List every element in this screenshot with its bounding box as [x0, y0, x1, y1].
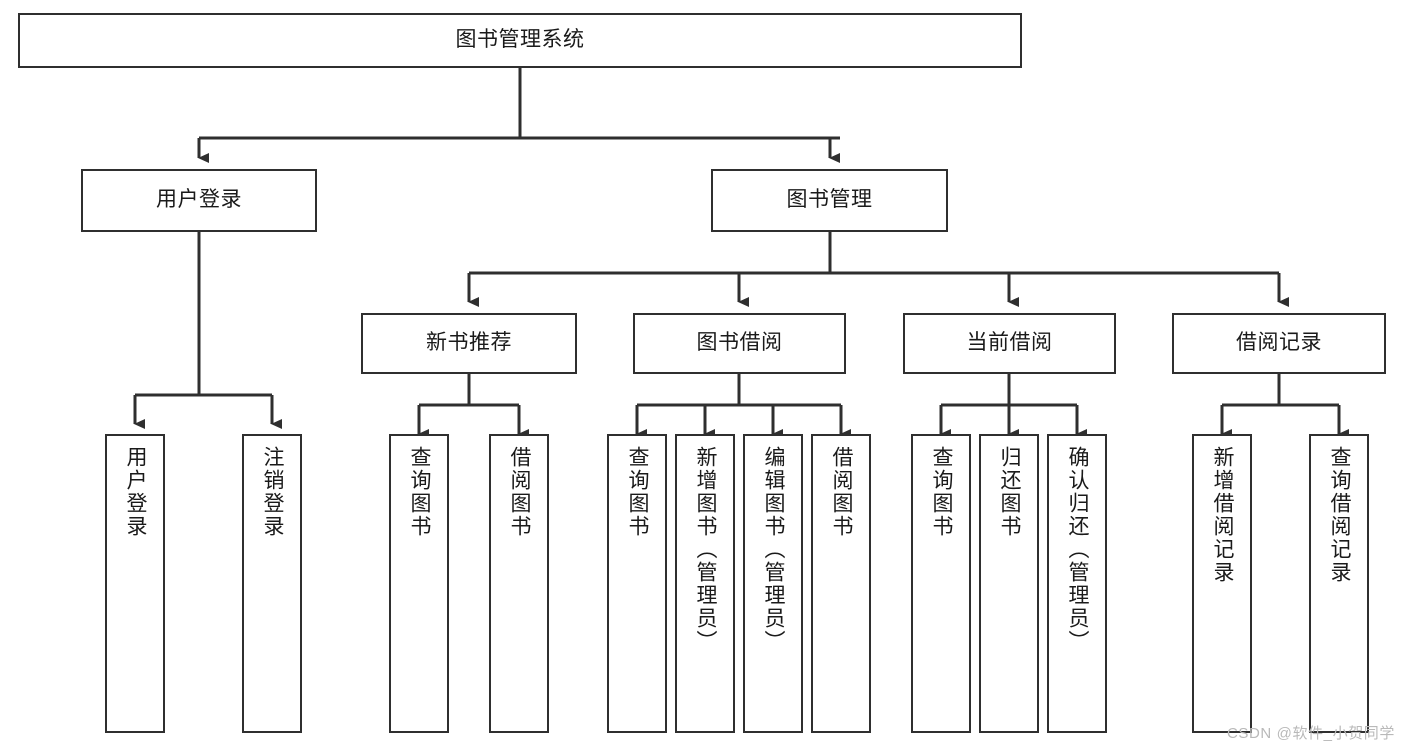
leaf-node-edit-book-admin[interactable]: 编辑图书（管理员）	[743, 434, 803, 733]
node-label: 借阅记录	[1236, 331, 1322, 355]
node-label: 用户登录	[156, 188, 242, 212]
leaf-node-user-login[interactable]: 用户登录	[105, 434, 165, 733]
leaf-node-borrow-book-recommend[interactable]: 借阅图书	[489, 434, 549, 733]
node-borrow-record[interactable]: 借阅记录	[1172, 313, 1386, 374]
leaf-node-query-book-current[interactable]: 查询图书	[911, 434, 971, 733]
node-label: 查询图书	[626, 446, 650, 538]
leaf-node-return-book[interactable]: 归还图书	[979, 434, 1039, 733]
node-label: 图书借阅	[696, 331, 783, 355]
node-label: 确认归还（管理员）	[1066, 446, 1090, 653]
node-label: 编辑图书（管理员）	[762, 446, 786, 653]
node-current-borrow[interactable]: 当前借阅	[903, 313, 1116, 374]
node-root-book-management-system[interactable]: 图书管理系统	[18, 13, 1022, 68]
node-label: 查询图书	[930, 446, 954, 538]
node-label: 新增借阅记录	[1211, 446, 1235, 584]
node-user-login[interactable]: 用户登录	[81, 169, 317, 232]
node-label: 新增图书（管理员）	[694, 446, 718, 653]
node-new-book-recommend[interactable]: 新书推荐	[361, 313, 577, 374]
leaf-node-query-book-recommend[interactable]: 查询图书	[389, 434, 449, 733]
node-label: 图书管理	[786, 188, 873, 212]
leaf-node-add-borrow-record[interactable]: 新增借阅记录	[1192, 434, 1252, 733]
node-label: 当前借阅	[966, 331, 1053, 355]
leaf-node-query-borrow-record[interactable]: 查询借阅记录	[1309, 434, 1369, 733]
node-label: 归还图书	[998, 446, 1022, 538]
leaf-node-logout[interactable]: 注销登录	[242, 434, 302, 733]
node-label: 查询图书	[408, 446, 432, 538]
node-label: 用户登录	[124, 446, 148, 538]
node-label: 注销登录	[261, 446, 285, 538]
node-book-borrow[interactable]: 图书借阅	[633, 313, 846, 374]
csdn-watermark: CSDN @软件_小贺同学	[1226, 725, 1395, 742]
node-label: 图书管理系统	[455, 28, 585, 52]
node-book-management[interactable]: 图书管理	[711, 169, 948, 232]
leaf-node-borrow-book[interactable]: 借阅图书	[811, 434, 871, 733]
leaf-node-add-book-admin[interactable]: 新增图书（管理员）	[675, 434, 735, 733]
leaf-node-query-book-borrow[interactable]: 查询图书	[607, 434, 667, 733]
node-label: 新书推荐	[426, 331, 512, 355]
leaf-node-confirm-return-admin[interactable]: 确认归还（管理员）	[1047, 434, 1107, 733]
node-label: 查询借阅记录	[1328, 446, 1352, 584]
node-label: 借阅图书	[508, 446, 532, 538]
node-label: 借阅图书	[830, 446, 854, 538]
